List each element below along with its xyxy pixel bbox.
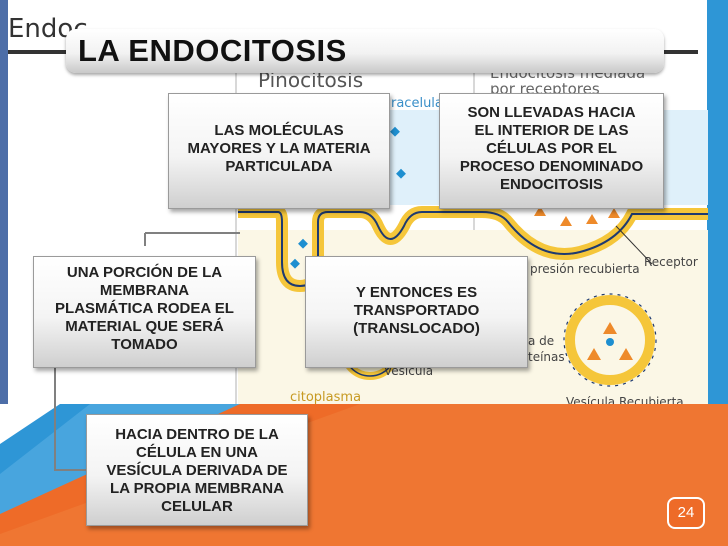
callout-porcion: UNA PORCIÓN DE LA MEMBRANA PLASMÁTICA RO…: [33, 256, 256, 368]
callout-line: CELULAR: [161, 498, 233, 515]
membrane-outline: [238, 211, 708, 288]
callout-line: Y ENTONCES ES: [355, 284, 478, 301]
callout-line: PLASMÁTICA RODEA EL: [55, 300, 234, 317]
callout-line: PARTICULADA: [225, 158, 333, 175]
receptor-label: Receptor: [644, 255, 698, 269]
callout-line: PROCESO DENOMINADO: [459, 158, 644, 175]
callout-line: (TRANSLOCADO): [353, 320, 480, 337]
callout-line: SON LLEVADAS HACIA: [467, 104, 636, 121]
callout-line: MEMBRANA: [99, 282, 190, 299]
slide-title: LA ENDOCITOSIS: [78, 33, 347, 68]
left-edge-strip: [0, 0, 8, 420]
callout-moleculas: LAS MOLÉCULAS MAYORES Y LA MATERIA PARTI…: [168, 93, 390, 209]
callout-line: VESÍCULA DERIVADA DE: [106, 462, 288, 479]
callout-line: TRANSPORTADO: [353, 302, 480, 319]
right-edge-strip: [707, 0, 728, 420]
callout-line: MAYORES Y LA MATERIA: [187, 140, 371, 157]
extracellular-label: racelula: [391, 96, 443, 111]
callout-line: UNA PORCIÓN DE LA: [66, 264, 223, 281]
callout-line: TOMADO: [111, 336, 178, 353]
callout-entonces: Y ENTONCES ES TRANSPORTADO (TRANSLOCADO): [305, 256, 528, 368]
callout-line: LAS MOLÉCULAS: [214, 122, 344, 139]
coated-pit-label: presión recubierta: [530, 262, 640, 276]
callout-hacia: HACIA DENTRO DE LA CÉLULA EN UNA VESÍCUL…: [86, 414, 308, 526]
protein-label-1: a de: [528, 334, 555, 348]
callout-llevadas: SON LLEVADAS HACIA EL INTERIOR DE LAS CÉ…: [439, 93, 664, 209]
callout-line: LA PROPIA MEMBRANA: [110, 480, 284, 497]
cytoplasm-label: citoplasma: [290, 390, 362, 405]
callout-line: EL INTERIOR DE LAS: [474, 122, 629, 139]
callout-line: CÉLULAS POR EL: [486, 140, 617, 157]
vesicle-receptors: [587, 322, 633, 360]
title-bar: [66, 29, 664, 73]
callout-line: ENDOCITOSIS: [499, 176, 604, 193]
receptor-pointer: [615, 225, 653, 265]
protein-label-2: teínas: [528, 350, 565, 364]
callout-line: CÉLULA EN UNA: [136, 444, 258, 461]
page-number: 24: [667, 497, 705, 529]
callout-line: HACIA DENTRO DE LA: [115, 426, 279, 443]
callout-line: MATERIAL QUE SERÁ: [65, 318, 224, 335]
receptors: [534, 206, 620, 226]
